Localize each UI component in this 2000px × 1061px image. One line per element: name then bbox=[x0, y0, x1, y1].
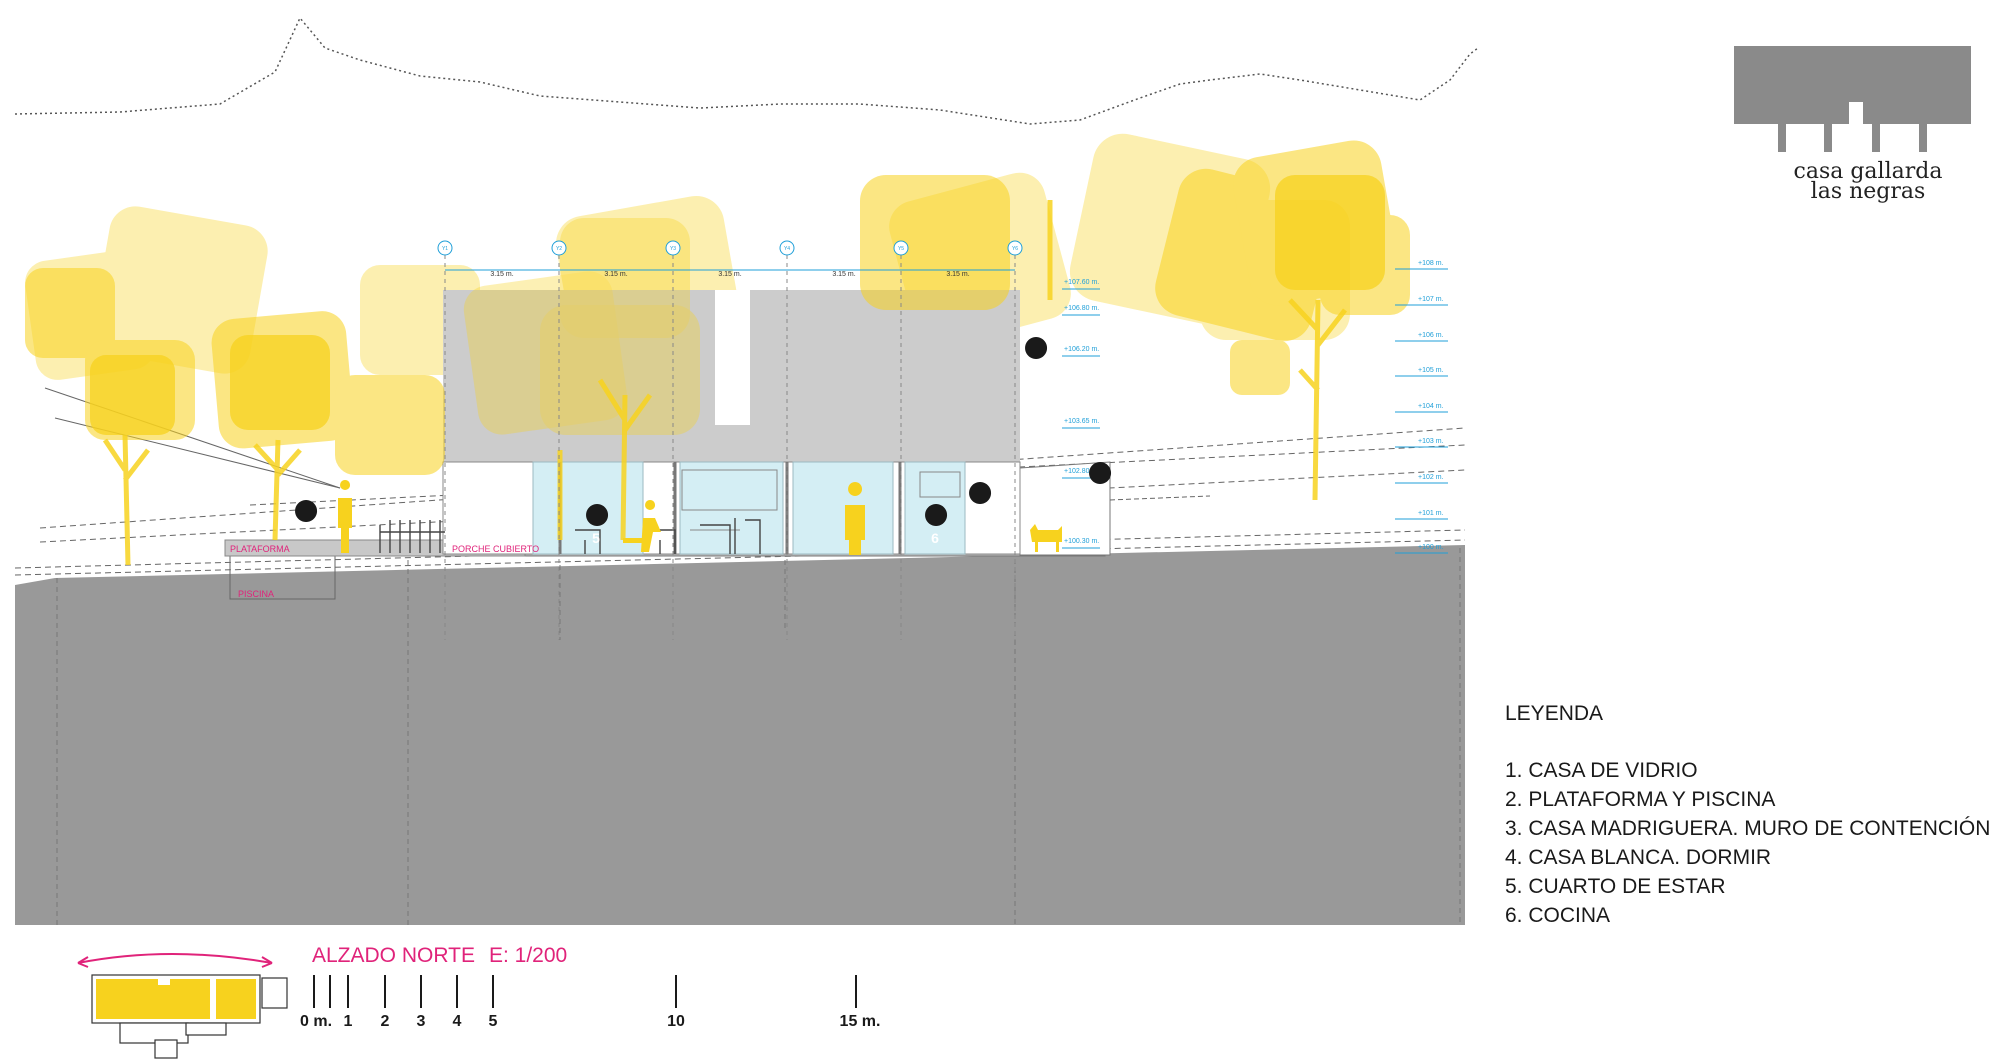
scale-label: 0 m. bbox=[299, 1013, 333, 1030]
level-label: +103.65 m. bbox=[1064, 418, 1099, 425]
marker-2: 2 bbox=[301, 526, 309, 542]
roof-opening bbox=[715, 290, 750, 425]
ground-mass bbox=[15, 545, 1465, 925]
ground-hidden-lines bbox=[56, 548, 1461, 925]
span-label: 3.15 m. bbox=[832, 271, 855, 278]
mountain-profile bbox=[14, 16, 1479, 125]
grid-axis-label: Y3 bbox=[670, 246, 676, 252]
span-label: 3.15 m. bbox=[604, 271, 627, 278]
numbered-markers: 1 2 3 4 5 6 bbox=[295, 337, 1112, 546]
foreground-trees-strong bbox=[90, 175, 1385, 435]
level-label: +102.80 m. bbox=[1064, 468, 1099, 475]
porche-label: PORCHE CUBIERTO bbox=[452, 544, 539, 554]
scale-label: 3 bbox=[416, 1013, 426, 1030]
level-label: +107.60 m. bbox=[1064, 279, 1099, 286]
terrain-level-label: +101 m. bbox=[1418, 510, 1444, 517]
marker-5: 5 bbox=[592, 530, 600, 546]
scale-label: 15 m. bbox=[839, 1013, 881, 1030]
scale-label: 10 bbox=[667, 1013, 685, 1030]
legend-item: 2. PLATAFORMA Y PISCINA bbox=[1505, 788, 1776, 811]
terrain-level-label: +104 m. bbox=[1418, 403, 1444, 410]
span-label: 3.15 m. bbox=[718, 271, 741, 278]
legend-item: 4. CASA BLANCA. DORMIR bbox=[1505, 846, 1772, 869]
legend-item: 1. CASA DE VIDRIO bbox=[1505, 759, 1698, 782]
marker-1: 1 bbox=[975, 508, 983, 524]
porch-chairs bbox=[379, 518, 761, 554]
grid-axes bbox=[444, 255, 1016, 640]
scale-label: 2 bbox=[380, 1013, 390, 1030]
scale-label: 4 bbox=[452, 1013, 462, 1030]
grid-axis-label: Y1 bbox=[442, 246, 448, 252]
terrain-level-label: +107 m. bbox=[1418, 296, 1444, 303]
span-label: 3.15 m. bbox=[490, 271, 513, 278]
legend-item: 3. CASA MADRIGUERA. MURO DE CONTENCIÓN bbox=[1505, 817, 1991, 840]
span-dimensions: 3.15 m. 3.15 m. 3.15 m. 3.15 m. 3.15 m. bbox=[490, 271, 969, 278]
plataforma-label: PLATAFORMA bbox=[230, 544, 290, 554]
terrain-level-label: +103 m. bbox=[1418, 438, 1444, 445]
span-label: 3.15 m. bbox=[946, 271, 969, 278]
grid-axis-label: Y2 bbox=[556, 246, 562, 252]
drawing-name: ALZADO NORTE bbox=[312, 944, 475, 967]
terrain-level-label: +100 m. bbox=[1418, 544, 1444, 551]
interior-lines bbox=[681, 469, 961, 531]
terrain-level-label: +102 m. bbox=[1418, 474, 1444, 481]
scale-label: 5 bbox=[488, 1013, 498, 1030]
legend-item: 6. COCINA bbox=[1505, 904, 1611, 927]
logo-line-1: casa gallarda bbox=[1793, 159, 1943, 184]
retaining-wall-dashed bbox=[1109, 495, 1211, 501]
terrain-level-label: +105 m. bbox=[1418, 367, 1444, 374]
grid-axis-label: Y5 bbox=[898, 246, 904, 252]
legend-item: 5. CUARTO DE ESTAR bbox=[1505, 875, 1726, 898]
grid-axis-labels: Y1 Y2 Y3 Y4 Y5 Y6 bbox=[442, 246, 1018, 252]
terrain-level-label: +106 m. bbox=[1418, 332, 1444, 339]
grid-axis-label: Y6 bbox=[1012, 246, 1018, 252]
piscina-label: PISCINA bbox=[238, 589, 274, 599]
logo-mark bbox=[1734, 46, 1971, 152]
key-plan bbox=[77, 953, 288, 1059]
marker-6: 6 bbox=[931, 530, 939, 546]
level-label: +106.80 m. bbox=[1064, 305, 1099, 312]
marker-4: 4 bbox=[1031, 363, 1039, 379]
drawing-scale: E: 1/200 bbox=[488, 944, 568, 967]
drawing-title: ALZADO NORTE E: 1/200 bbox=[312, 944, 581, 968]
people-figures bbox=[338, 480, 1062, 555]
marker-3: 3 bbox=[1095, 488, 1103, 504]
grid-axis-bubbles bbox=[437, 240, 1023, 256]
terrain-level-marks: +108 m. +107 m. +106 m. +105 m. +104 m. … bbox=[1395, 260, 1448, 554]
terrain-level-label: +108 m. bbox=[1418, 260, 1444, 267]
area-labels: PLATAFORMA PORCHE CUBIERTO PISCINA bbox=[230, 544, 539, 599]
scale-bar bbox=[313, 975, 857, 1008]
logo-line-2: las negras bbox=[1810, 179, 1926, 204]
legend-title: LEYENDA bbox=[1505, 702, 1604, 725]
grid-axis-label: Y4 bbox=[784, 246, 790, 252]
tree-trunks bbox=[102, 200, 1347, 566]
scale-label: 1 bbox=[343, 1013, 353, 1030]
level-label: +100.30 m. bbox=[1064, 538, 1099, 545]
legend: LEYENDA 1. CASA DE VIDRIO 2. PLATAFORMA … bbox=[1505, 702, 1990, 930]
level-label: +106.20 m. bbox=[1064, 346, 1099, 353]
